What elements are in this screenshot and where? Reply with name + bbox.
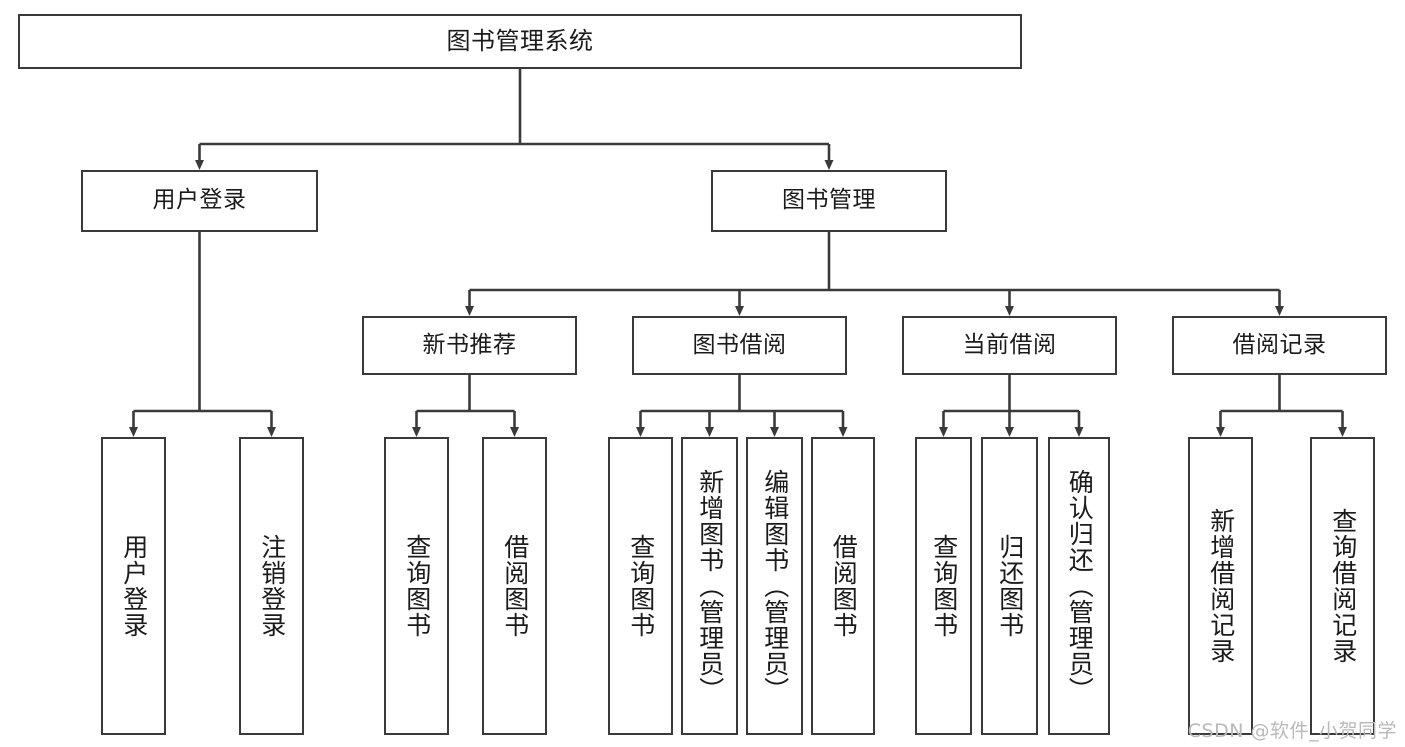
- node-leaf-return-book[interactable]: 归还图书: [981, 437, 1038, 735]
- node-label: 用户登录: [119, 534, 149, 638]
- node-label: 借阅图书: [500, 534, 530, 638]
- node-leaf-query-book-3[interactable]: 查询图书: [915, 437, 972, 735]
- node-label: 新书推荐: [422, 331, 517, 358]
- node-leaf-user-logout[interactable]: 注销登录: [239, 437, 304, 735]
- node-leaf-user-login[interactable]: 用户登录: [101, 437, 166, 735]
- node-book-manage[interactable]: 图书管理: [711, 170, 947, 232]
- node-leaf-borrow-book-1[interactable]: 借阅图书: [482, 437, 547, 735]
- node-leaf-query-book-1[interactable]: 查询图书: [384, 437, 449, 735]
- node-label: 编辑图书（管理员）: [760, 469, 790, 703]
- node-label: 借阅图书: [829, 534, 859, 638]
- node-label: 确认归还（管理员）: [1065, 469, 1095, 703]
- node-current-borrow[interactable]: 当前借阅: [902, 316, 1117, 375]
- node-leaf-add-book[interactable]: 新增图书（管理员）: [681, 437, 738, 735]
- node-label: 新增图书（管理员）: [695, 469, 725, 703]
- node-label: 归还图书: [995, 534, 1025, 638]
- node-label: 查询图书: [929, 534, 959, 638]
- node-leaf-query-book-2[interactable]: 查询图书: [608, 437, 673, 735]
- node-label: 查询借阅记录: [1328, 508, 1358, 664]
- node-new-book-recommend[interactable]: 新书推荐: [362, 316, 577, 375]
- node-root-system[interactable]: 图书管理系统: [18, 14, 1022, 69]
- node-user-login[interactable]: 用户登录: [81, 170, 318, 232]
- node-label: 借阅记录: [1232, 331, 1327, 358]
- node-leaf-confirm-return[interactable]: 确认归还（管理员）: [1048, 437, 1110, 735]
- node-label: 新增借阅记录: [1206, 508, 1236, 664]
- node-label: 当前借阅: [962, 331, 1057, 358]
- node-label: 查询图书: [402, 534, 432, 638]
- node-book-borrow[interactable]: 图书借阅: [632, 316, 847, 375]
- node-label: 图书借阅: [692, 331, 787, 358]
- node-leaf-query-record[interactable]: 查询借阅记录: [1310, 437, 1375, 735]
- node-label: 用户登录: [152, 187, 247, 214]
- node-label: 图书管理: [782, 187, 876, 214]
- node-borrow-record[interactable]: 借阅记录: [1172, 316, 1387, 375]
- csdn-watermark: CSDN @软件_小贺同学: [1187, 720, 1397, 742]
- node-label: 查询图书: [626, 534, 656, 638]
- node-leaf-borrow-book-2[interactable]: 借阅图书: [811, 437, 875, 735]
- node-label: 注销登录: [257, 534, 287, 638]
- node-label: 图书管理系统: [446, 27, 594, 56]
- node-leaf-add-record[interactable]: 新增借阅记录: [1188, 437, 1253, 735]
- node-leaf-edit-book[interactable]: 编辑图书（管理员）: [746, 437, 803, 735]
